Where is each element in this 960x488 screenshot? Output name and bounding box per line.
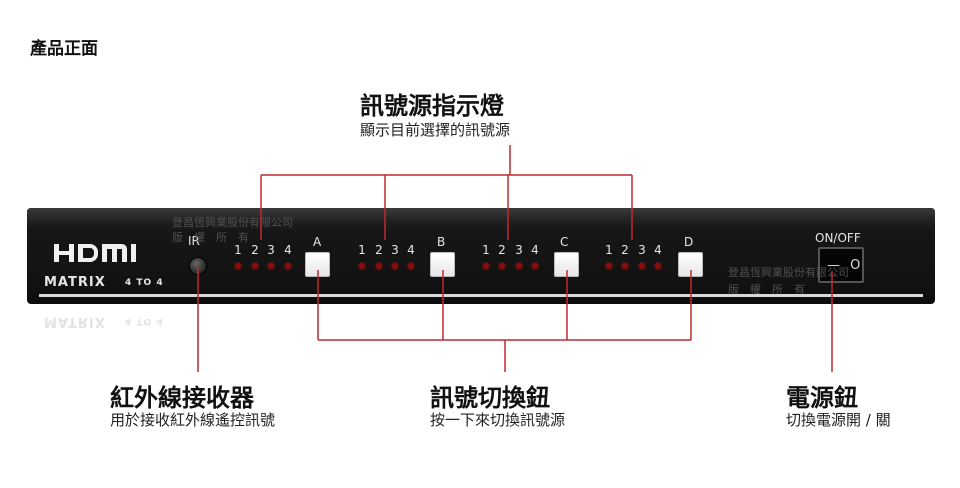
button-label-b: B <box>437 235 446 249</box>
led-number: 1 <box>605 243 613 257</box>
led-indicator <box>516 263 522 269</box>
model-label: MATRIX <box>44 275 106 290</box>
button-label-a: A <box>313 235 322 249</box>
led-number: 4 <box>284 243 292 257</box>
led-number: 4 <box>654 243 662 257</box>
switch-callout-desc: 按一下來切換訊號源 <box>430 411 566 429</box>
device-top-bevel <box>27 208 935 224</box>
select-button-b[interactable] <box>430 252 455 277</box>
led-indicator <box>622 263 628 269</box>
led-indicator <box>499 263 505 269</box>
power-callout-title: 電源鈕 <box>786 384 858 412</box>
watermark-company: 登昌恆興業股份有限公司 <box>728 266 849 279</box>
power-callout-desc: 切換電源開 / 關 <box>786 411 891 429</box>
led-indicator <box>392 263 398 269</box>
ir-callout-title: 紅外線接收器 <box>110 384 254 412</box>
select-button-d[interactable] <box>678 252 703 277</box>
device-stripe <box>39 294 923 297</box>
button-label-d: D <box>684 235 694 249</box>
power-label: ON/OFF <box>815 231 861 245</box>
ir-callout-desc: 用於接收紅外線遙控訊號 <box>110 411 276 429</box>
model-sub-reflection: 4 TO 4 <box>125 316 164 326</box>
ir-sensor-icon <box>189 257 207 275</box>
led-number: 2 <box>251 243 259 257</box>
model-label-reflection: MATRIX <box>44 314 106 329</box>
led-indicator <box>606 263 612 269</box>
watermark-rights: 版 權 所 有 <box>728 283 805 296</box>
power-switch-symbols: — O <box>827 258 864 273</box>
watermark-rights: 版 權 所 有 <box>172 231 249 244</box>
led-indicator <box>532 263 538 269</box>
power-switch[interactable] <box>818 247 864 283</box>
led-number: 1 <box>482 243 490 257</box>
switch-callout-title: 訊號切換鈕 <box>430 384 550 412</box>
button-label-c: C <box>560 235 569 249</box>
led-number: 1 <box>234 243 242 257</box>
page-heading: 產品正面 <box>30 39 98 59</box>
led-indicator <box>655 263 661 269</box>
led-number: 2 <box>375 243 383 257</box>
model-sub-label: 4 TO 4 <box>125 278 164 288</box>
led-indicator <box>285 263 291 269</box>
led-indicator <box>639 263 645 269</box>
led-number: 4 <box>407 243 415 257</box>
ir-label: IR <box>188 234 200 248</box>
hdmi-logo-icon <box>54 244 136 262</box>
led-number: 2 <box>621 243 629 257</box>
led-indicator <box>483 263 489 269</box>
select-button-c[interactable] <box>554 252 579 277</box>
select-button-a[interactable] <box>305 252 330 277</box>
led-indicator <box>408 263 414 269</box>
matrix-device <box>27 208 935 304</box>
led-indicator <box>376 263 382 269</box>
led-indicator <box>268 263 274 269</box>
led-number: 3 <box>391 243 399 257</box>
indicator-callout-desc: 顯示目前選擇的訊號源 <box>360 121 511 139</box>
led-indicator <box>359 263 365 269</box>
led-number: 2 <box>498 243 506 257</box>
led-number: 3 <box>638 243 646 257</box>
watermark-company: 登昌恆興業股份有限公司 <box>172 216 293 229</box>
led-number: 3 <box>267 243 275 257</box>
led-number: 3 <box>515 243 523 257</box>
indicator-callout-title: 訊號源指示燈 <box>360 92 504 120</box>
led-number: 1 <box>358 243 366 257</box>
led-number: 4 <box>531 243 539 257</box>
led-indicator <box>235 263 241 269</box>
led-indicator <box>252 263 258 269</box>
